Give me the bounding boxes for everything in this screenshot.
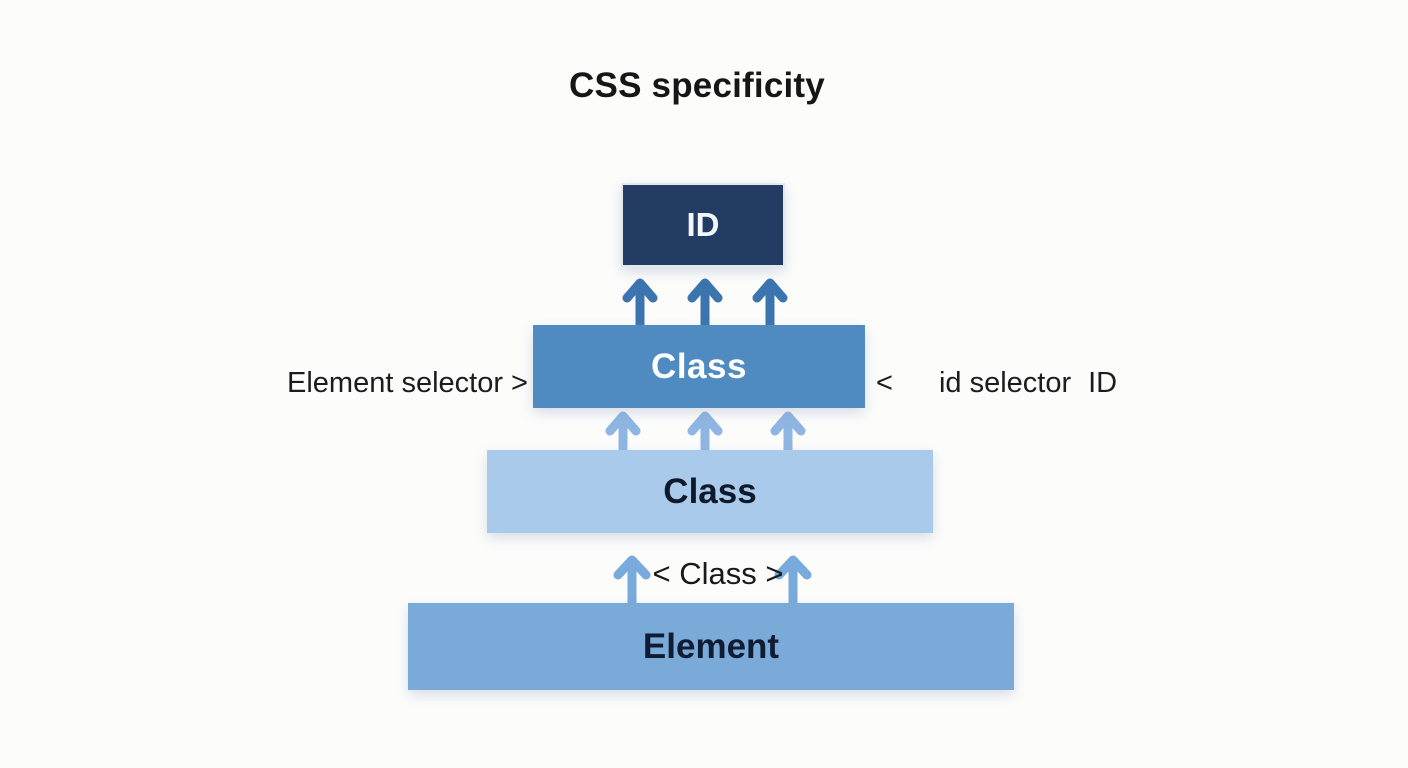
id-selector-label: < id selector ID <box>876 367 1117 400</box>
up-arrow-icon <box>752 278 788 327</box>
up-arrow-icon <box>613 555 651 606</box>
up-arrow-icon <box>605 411 641 458</box>
element-box: Element <box>408 603 1014 690</box>
up-arrow-icon <box>687 411 723 458</box>
id-selector-text: id selector <box>938 367 1072 399</box>
class-box-lower: Class <box>487 450 933 533</box>
id-box: ID <box>621 183 785 267</box>
less-than-glyph: < <box>876 367 893 399</box>
class-annotation-label: < Class > <box>652 556 784 591</box>
up-arrow-icon <box>774 555 812 606</box>
up-arrow-icon <box>770 411 806 458</box>
class-box-upper: Class <box>533 325 865 408</box>
element-selector-label: Element selector > <box>287 367 528 399</box>
id-box-label: ID <box>686 206 720 243</box>
up-arrow-icon <box>687 278 723 327</box>
class-box-upper-label: Class <box>651 346 747 386</box>
element-box-label: Element <box>642 626 780 666</box>
up-arrow-icon <box>622 278 658 327</box>
class-box-lower-label: Class <box>663 471 757 511</box>
id-suffix-text: ID <box>1088 367 1118 399</box>
diagram-title: CSS specificity <box>569 66 825 105</box>
